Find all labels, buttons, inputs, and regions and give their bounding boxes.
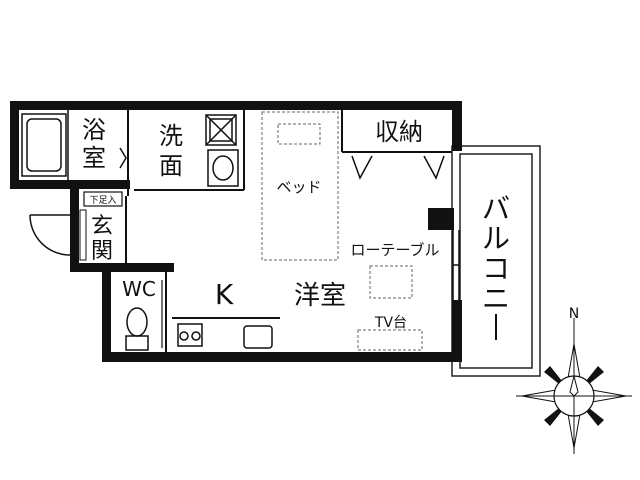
interior-walls <box>125 110 452 352</box>
balcony-label-4: ニ <box>482 282 510 315</box>
balcony-label-1: バ <box>482 192 510 225</box>
tv-stand-outline <box>357 329 423 351</box>
bath-label-1: 浴 <box>82 116 106 144</box>
entrance-label-1: 玄 <box>91 214 113 239</box>
washroom-label-2: 面 <box>159 152 183 180</box>
bed-label: ベッド <box>276 178 321 196</box>
low-table-label: ローテーブル <box>350 241 439 259</box>
balcony-window <box>452 230 460 300</box>
tv-stand-label: TV台 <box>374 315 407 331</box>
bath-label-2: 室 <box>82 144 106 172</box>
entrance-label-2: 関 <box>91 239 113 264</box>
bathtub-icon <box>21 113 67 177</box>
shoe-rack-label: 下足入 <box>89 195 116 206</box>
walls <box>10 101 462 362</box>
entrance-step <box>79 209 87 261</box>
compass-north-label: N <box>569 306 579 322</box>
low-table-outline <box>369 265 413 299</box>
wash-basin-icon <box>207 149 239 187</box>
balcony-label-5: ー <box>0 0 1 1</box>
kitchen-counter <box>177 323 273 349</box>
compass-rose-icon <box>516 318 632 454</box>
bed-outline <box>261 111 339 261</box>
balcony <box>451 145 541 377</box>
washing-machine-icon <box>205 114 237 146</box>
western-room-label: 洋室 <box>294 281 346 311</box>
toilet-icon <box>125 307 149 351</box>
door-swings <box>29 147 445 256</box>
balcony-label-3: コ <box>482 252 510 285</box>
shoe-rack <box>83 191 123 207</box>
storage-label: 収納 <box>375 118 423 146</box>
toilet-label: WC <box>122 277 156 301</box>
balcony-label-2: ル <box>482 222 510 255</box>
kitchen-label: K <box>215 278 234 311</box>
washroom-label-1: 洗 <box>159 122 183 150</box>
